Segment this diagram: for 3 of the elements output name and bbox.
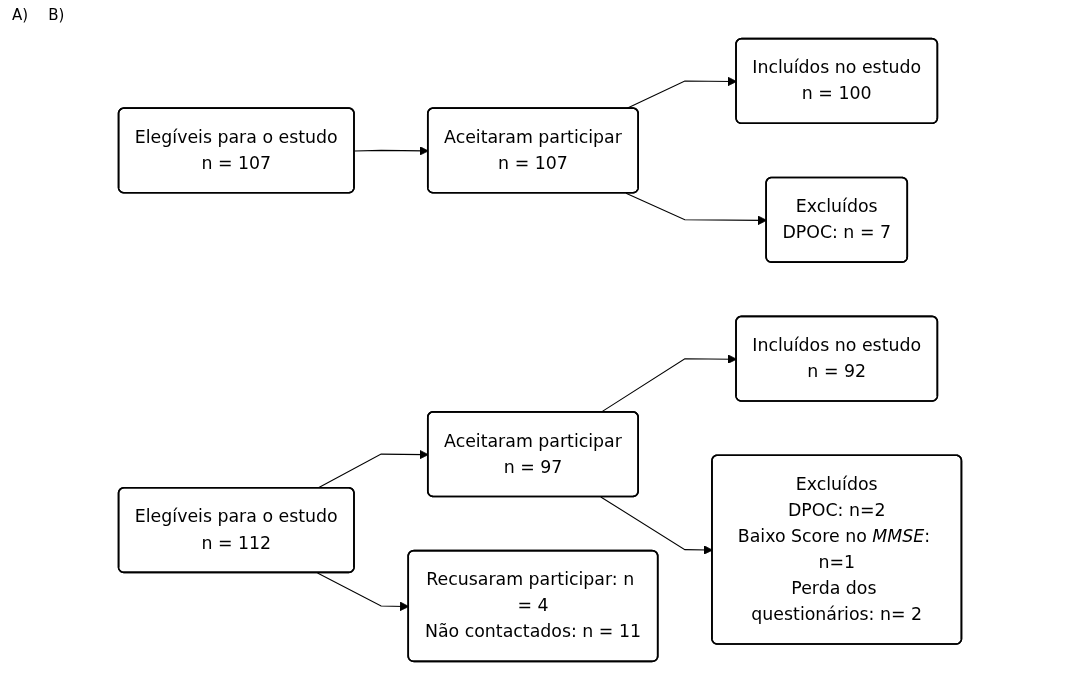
panel-label: A) bbox=[12, 6, 29, 24]
panel-label: B) bbox=[48, 6, 65, 24]
arrow bbox=[600, 354, 737, 413]
